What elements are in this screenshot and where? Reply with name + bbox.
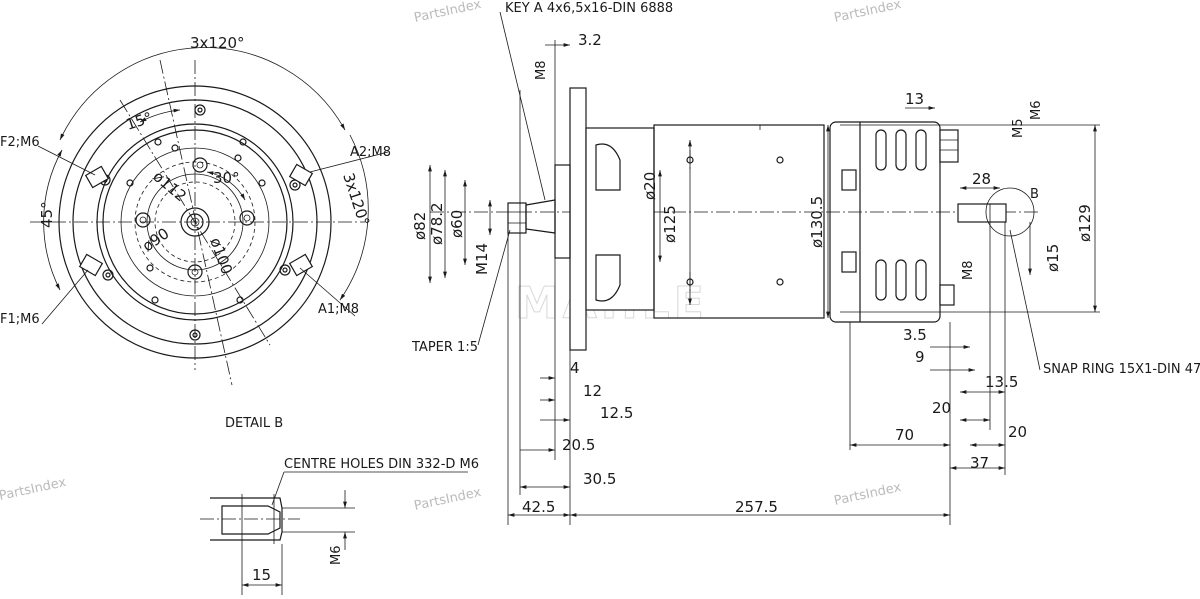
dim-20-lower: 20 xyxy=(1008,423,1027,441)
angle-45-label: 45° xyxy=(38,201,56,228)
angle-15-label: 15° xyxy=(124,108,155,133)
dia-112-label: ø112 xyxy=(149,167,190,205)
dim-dia-60: ø60 xyxy=(448,210,466,238)
dim-dia-20: ø20 xyxy=(641,172,659,200)
dim-dia-82: ø82 xyxy=(411,212,429,240)
dim-13: 13 xyxy=(905,90,924,108)
dim-20-upper: 20 xyxy=(932,399,951,417)
dim-28: 28 xyxy=(972,170,991,188)
dim-dia-130-5: ø130.5 xyxy=(808,196,826,248)
detail-b-circle xyxy=(985,187,1035,237)
side-view: KEY A 4x6,5x16-DIN 6888 TAPER 1:5 SNAP R… xyxy=(411,1,1200,525)
front-view: 3x120° 3x120° 15° 30° 45° ø112 ø90 ø100 … xyxy=(0,34,391,386)
shaft-nut xyxy=(507,202,527,234)
dia-100-label: ø100 xyxy=(206,235,236,277)
mounting-flange xyxy=(569,87,587,351)
detail-b-ref-label: B xyxy=(1030,187,1039,202)
dim-12-5: 12.5 xyxy=(600,404,633,422)
detail-m6-label: M6 xyxy=(329,546,344,566)
watermark-top-left: PartsIndex xyxy=(413,0,483,26)
angle-30-label: 30° xyxy=(213,169,240,187)
rear-shaft xyxy=(957,203,1007,223)
dim-dia-129: ø129 xyxy=(1076,204,1094,242)
taper-label: TAPER 1:5 xyxy=(411,340,478,355)
terminal-a2-label: A2;M8 xyxy=(350,145,391,160)
detail-15-label: 15 xyxy=(252,566,271,584)
dim-4: 4 xyxy=(570,359,580,377)
dim-dia-15: ø15 xyxy=(1044,244,1062,272)
motor-body xyxy=(653,124,825,319)
dim-m5: M5 xyxy=(1011,119,1026,139)
dim-dia-125: ø125 xyxy=(661,205,679,243)
end-housing xyxy=(829,121,941,323)
centre-holes-label: CENTRE HOLES DIN 332-D M6 xyxy=(284,457,479,472)
watermark-top-right: PartsIndex xyxy=(833,0,903,26)
dim-13-5: 13.5 xyxy=(985,373,1018,391)
dim-257-5: 257.5 xyxy=(735,498,778,516)
terminal-f2-label: F2;M6 xyxy=(0,135,40,150)
dim-42-5: 42.5 xyxy=(522,498,555,516)
front-terminals xyxy=(78,163,314,277)
dim-12: 12 xyxy=(583,382,602,400)
dim-30-5: 30.5 xyxy=(583,470,616,488)
dim-3-2: 3.2 xyxy=(578,31,602,49)
dim-m8-shaft: M8 xyxy=(961,261,976,281)
snap-ring-label: SNAP RING 15X1-DIN 471 xyxy=(1043,362,1200,377)
dim-m6-top: M6 xyxy=(1029,101,1044,121)
angle-top-label: 3x120° xyxy=(190,34,245,52)
front-bolts xyxy=(99,104,301,341)
dim-m8-top: M8 xyxy=(534,61,549,81)
key-label: KEY A 4x6,5x16-DIN 6888 xyxy=(505,1,673,16)
detail-b-title: DETAIL B xyxy=(225,416,283,431)
watermarks: PartsIndex PartsIndex PartsIndex PartsIn… xyxy=(0,0,903,514)
dim-20-5: 20.5 xyxy=(562,436,595,454)
watermark-bottom-mid: PartsIndex xyxy=(413,485,483,514)
terminal-f1-label: F1;M6 xyxy=(0,312,40,327)
dim-m14: M14 xyxy=(473,243,491,275)
watermark-bottom-right: PartsIndex xyxy=(833,480,903,509)
terminal-a1-label: A1;M8 xyxy=(318,302,359,317)
dim-3-5: 3.5 xyxy=(903,326,927,344)
detail-b: DETAIL B CENTRE HOLES DIN 332-D M6 M6 15 xyxy=(200,416,479,595)
dim-70: 70 xyxy=(895,426,914,444)
dim-37: 37 xyxy=(970,454,989,472)
dim-9: 9 xyxy=(915,348,925,366)
watermark-bottom-left: PartsIndex xyxy=(0,475,68,504)
dim-dia-78-2: ø78.2 xyxy=(428,202,446,245)
